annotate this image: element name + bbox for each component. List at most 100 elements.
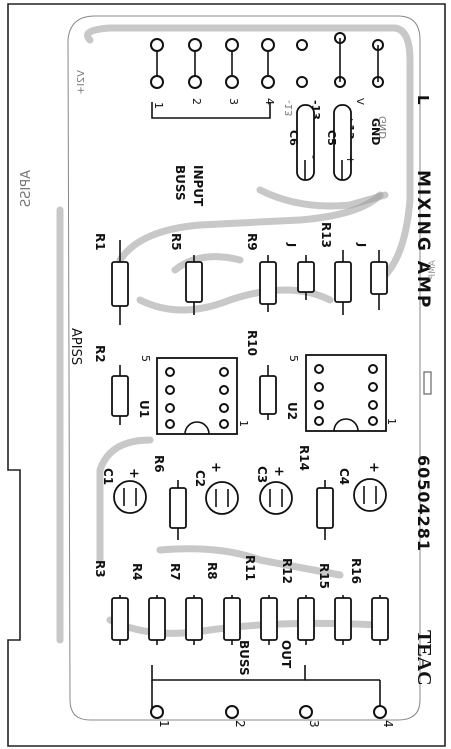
silk-code-main: APISS <box>68 328 83 365</box>
r1-resistor <box>111 261 129 307</box>
ic-u1: U1 5 1 <box>137 355 250 435</box>
r2-resistor <box>111 375 129 417</box>
out-pin-1: 1 <box>157 720 171 728</box>
c1-label: C1 <box>101 468 115 485</box>
u2-pin5: 5 <box>287 355 300 362</box>
mirror-neg-label: -13 <box>284 100 295 116</box>
board-outline <box>7 3 446 747</box>
u1-label: U1 <box>137 400 151 418</box>
r4-label: R4 <box>130 563 144 581</box>
r6-label: R6 <box>152 455 166 473</box>
c2-sign: + <box>208 462 223 473</box>
board-title: MIXING AMP <box>413 170 433 309</box>
r12-label: R12 <box>280 558 294 584</box>
r5-resistor <box>185 261 203 303</box>
r15-resistor <box>334 597 352 641</box>
buss-input-connector: 1 2 3 4 BUSS INPUT <box>150 38 276 207</box>
r16-label: R16 <box>349 558 363 584</box>
input-pin-3: 3 <box>227 98 240 105</box>
r9-label: R9 <box>245 233 259 251</box>
buss-out-connector: BUSS OUT 1 2 3 4 <box>150 640 395 728</box>
r16-resistor <box>371 597 389 641</box>
r10-label: R10 <box>245 330 259 356</box>
input-pad-2a <box>188 38 202 52</box>
c4-label: C4 <box>337 468 351 485</box>
r12-resistor <box>297 597 315 641</box>
fiducial-mark <box>423 371 432 395</box>
c3-sign: + <box>271 466 286 477</box>
u2-label: U2 <box>285 402 299 420</box>
u2-pin1: 1 <box>385 418 398 425</box>
out-pin-4: 4 <box>381 720 395 728</box>
c3-capacitor <box>259 481 293 515</box>
out-pin-3: 3 <box>307 720 321 728</box>
j1-jumper <box>297 261 315 293</box>
c6-sign: - <box>307 155 320 159</box>
input-pad-4b <box>261 75 275 89</box>
input-pad-3a <box>225 38 239 52</box>
power-connector: -13 V +13 V GND GND -13 C6 - C5 + <box>284 32 389 181</box>
out-pad-3 <box>299 705 313 719</box>
c3-label: C3 <box>255 466 269 483</box>
mid-resistors: R2 R10 R6 R14 <box>93 330 334 540</box>
r14-resistor <box>316 487 334 529</box>
u1-pin5: 5 <box>139 355 152 362</box>
r13-label: R13 <box>319 222 333 248</box>
mirror-silk-top: V2I+ <box>76 70 87 95</box>
brand-name: TEAC <box>413 630 435 686</box>
r10-resistor <box>259 375 277 415</box>
board-inner-outline <box>67 15 421 721</box>
out-pad-4 <box>373 705 387 719</box>
mirror-silk-code: APISS <box>19 170 34 207</box>
r15-label: R15 <box>317 563 331 589</box>
bottom-resistors: R3 R4 R7 R8 R11 R12 R15 R16 <box>93 555 389 645</box>
r11-label: R11 <box>243 555 257 581</box>
j2-jumper <box>370 261 388 295</box>
c4-capacitor <box>353 478 387 512</box>
r1-label: R1 <box>93 233 107 251</box>
c2-label: C2 <box>193 470 207 487</box>
ic-u2: U2 5 1 <box>285 354 398 432</box>
j2-label: J <box>355 242 368 247</box>
r3-resistor <box>111 597 129 641</box>
c5-label: C5 <box>325 130 338 146</box>
mirror-small-text: AMP <box>428 260 438 280</box>
part-number: 60504281 <box>414 455 433 552</box>
board-title-suffix: L <box>414 95 432 105</box>
r9-resistor <box>259 261 277 305</box>
r5-label: R5 <box>169 233 183 251</box>
r8-label: R8 <box>205 562 219 580</box>
copper-traces <box>56 24 414 644</box>
input-pin-4: 4 <box>263 98 276 105</box>
input-pad-1a <box>150 38 164 52</box>
r14-label: R14 <box>297 445 311 471</box>
u1-pin1: 1 <box>237 420 250 427</box>
out-pad-1 <box>150 705 164 719</box>
top-resistors: R1 R5 R9 J R13 J <box>93 222 388 325</box>
r11-resistor <box>260 597 278 641</box>
input-pad-3b <box>225 75 239 89</box>
input-pin-1: 1 <box>152 102 165 109</box>
out-pad-2 <box>225 705 239 719</box>
input-pad-1b <box>150 75 164 89</box>
input-pad-2b <box>188 75 202 89</box>
r4-resistor <box>148 597 166 641</box>
c1-capacitor <box>113 480 147 514</box>
r13-resistor <box>334 261 352 303</box>
c4-sign: + <box>366 462 381 473</box>
out-pin-2: 2 <box>233 720 247 728</box>
buss-input-label-2: INPUT <box>191 165 205 207</box>
mirror-gnd-label: GND <box>378 116 389 139</box>
c6-label: C6 <box>287 130 300 146</box>
buss-input-label-1: BUSS <box>173 165 187 201</box>
c5-sign: + <box>344 155 357 164</box>
input-pad-4a <box>261 38 275 52</box>
c2-capacitor <box>205 481 239 515</box>
r6-resistor <box>169 487 187 529</box>
power-pos-unit: V <box>354 98 365 105</box>
input-pin-2: 2 <box>190 98 203 105</box>
r3-label: R3 <box>93 560 107 578</box>
power-gnd-label: GND <box>369 118 382 145</box>
buss-out-label-2: OUT <box>279 640 293 669</box>
